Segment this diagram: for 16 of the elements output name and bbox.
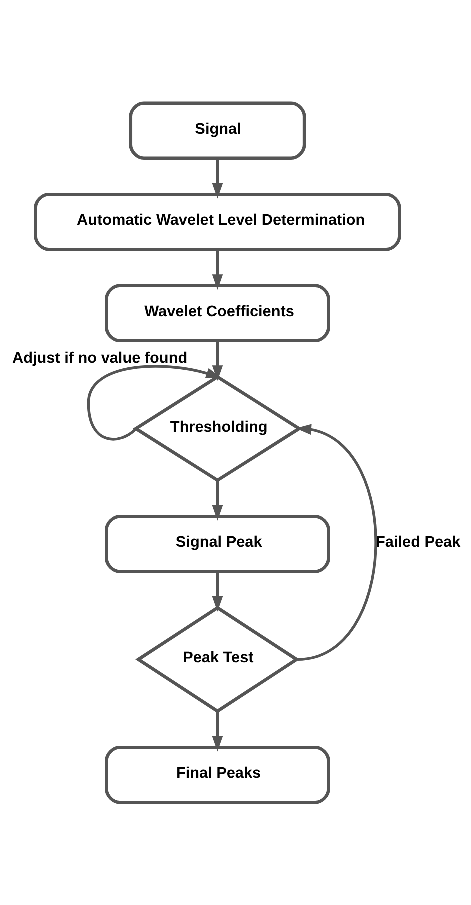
node-box: Signal [129,101,306,160]
node-diamond: Peak Test [136,606,300,713]
node-box: Automatic Wavelet Level Determination [34,192,402,251]
arrow [212,710,224,752]
arrow [212,480,224,520]
node-diamond: Thresholding [132,374,302,482]
arrow [212,249,224,290]
arrow [212,158,224,198]
edge-label: Failed Peak [376,534,461,551]
node-box: Signal Peak [105,514,330,573]
arrow [212,340,224,381]
edge-label: Adjust if no value found [12,349,188,366]
node-box: Final Peaks [105,745,330,804]
arrow [212,571,224,612]
node-box: Wavelet Coefficients [105,284,330,342]
arrow [296,424,378,661]
